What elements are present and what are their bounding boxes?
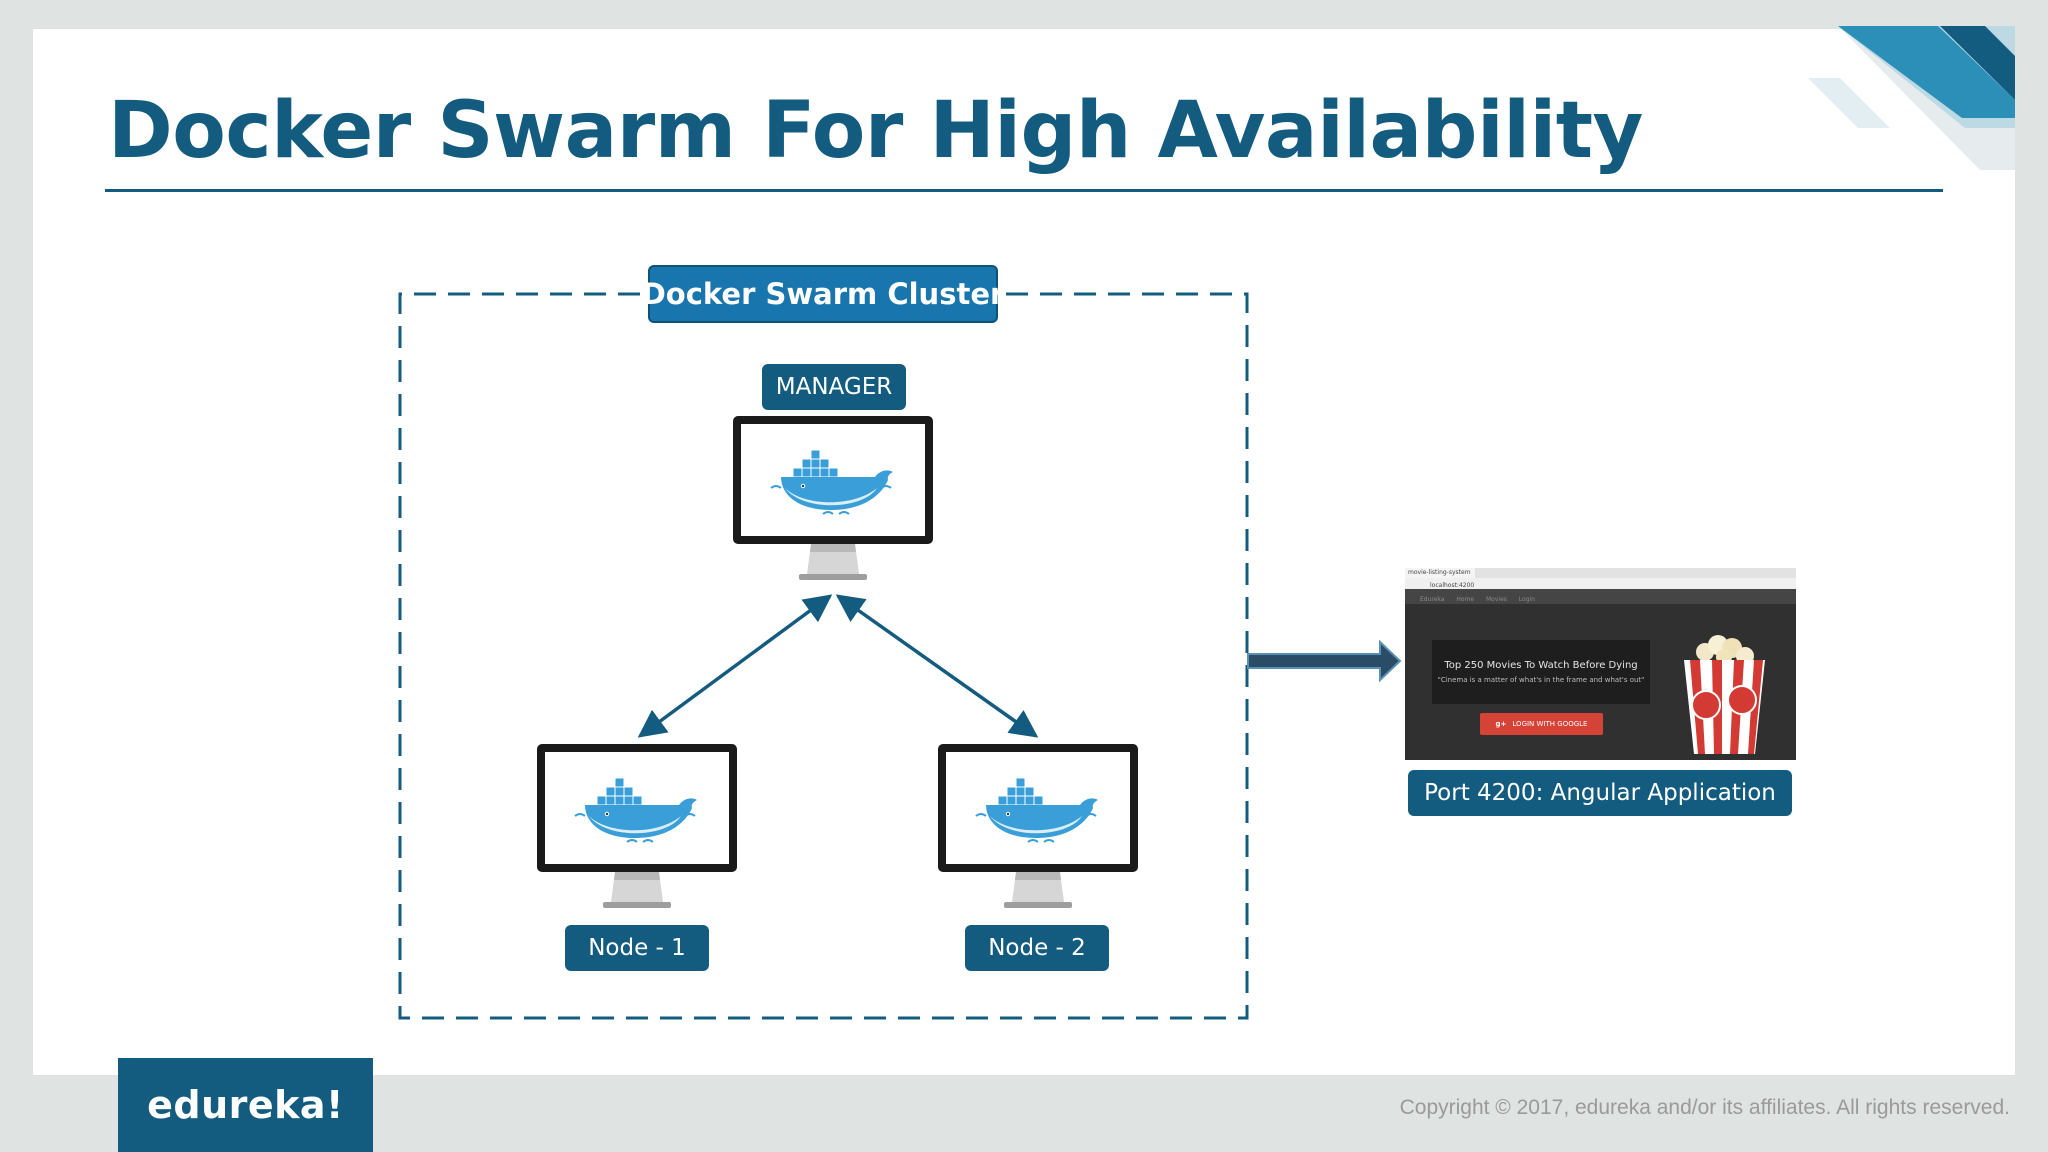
manager-node2-connector — [835, 594, 1039, 738]
popcorn-icon — [1684, 635, 1765, 754]
port-label: Port 4200: Angular Application — [1408, 770, 1792, 816]
copyright-notice: Copyright © 2017, edureka and/or its aff… — [1399, 1096, 2010, 1119]
screenshot-movie-subtitle: "Cinema is a matter of what's in the fra… — [1437, 676, 1645, 684]
deploy-arrow-icon — [1247, 639, 1402, 683]
edureka-logo: edureka! — [118, 1058, 373, 1152]
screenshot-tab-title: movie-listing-system — [1408, 569, 1471, 576]
node2-label: Node - 2 — [965, 925, 1109, 971]
node2-monitor-icon — [938, 744, 1138, 908]
app-screenshot — [1405, 568, 1796, 760]
screenshot-movie-title: Top 250 Movies To Watch Before Dying — [1444, 660, 1638, 671]
screenshot-login-button: g+ LOGIN WITH GOOGLE — [1480, 713, 1603, 735]
screenshot-login-label: LOGIN WITH GOOGLE — [1512, 720, 1588, 728]
node1-label: Node - 1 — [565, 925, 709, 971]
screenshot-nav: Edureka Home Movies Login — [1420, 596, 1535, 603]
cluster-label: Docker Swarm Cluster — [642, 265, 1004, 323]
manager-monitor-icon — [733, 416, 933, 580]
screenshot-url: localhost:4200 — [1430, 582, 1475, 589]
manager-node1-connector — [637, 594, 833, 738]
manager-label: MANAGER — [762, 364, 906, 410]
page-title: Docker Swarm For High Availability — [108, 86, 1643, 176]
brand-name: edureka! — [147, 1083, 344, 1127]
node1-monitor-icon — [537, 744, 737, 908]
google-plus-icon: g+ — [1495, 720, 1507, 728]
title-underline — [105, 189, 1943, 192]
